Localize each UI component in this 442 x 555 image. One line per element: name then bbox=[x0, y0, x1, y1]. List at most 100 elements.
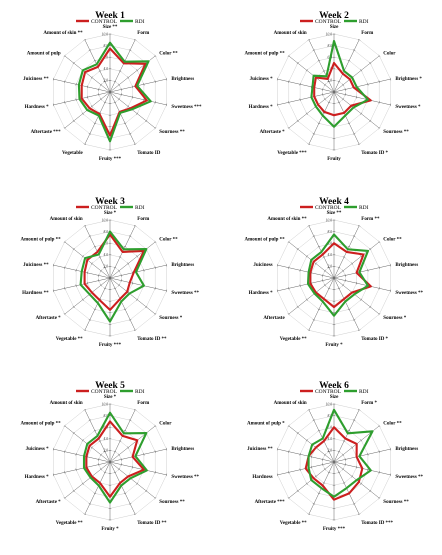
axis-spoke bbox=[109, 461, 167, 476]
chart-title: Week 2 bbox=[319, 11, 349, 21]
axis-label: Sourness ** bbox=[383, 500, 409, 505]
axis-tick-mark bbox=[305, 482, 308, 485]
axis-spoke bbox=[333, 277, 391, 292]
axis-label: Brightness bbox=[395, 263, 418, 268]
axis-label: Brightness bbox=[171, 77, 194, 82]
axis-label: Hardness * bbox=[25, 475, 50, 480]
axis-tick-mark bbox=[390, 263, 392, 267]
axis-tick-mark bbox=[305, 439, 308, 442]
axis-tick-mark bbox=[98, 88, 100, 91]
axis-tick-mark bbox=[86, 85, 88, 89]
axis-label: Sourness ** bbox=[383, 130, 409, 135]
axis-tick-mark bbox=[342, 440, 346, 442]
axis-tick-mark bbox=[323, 98, 326, 101]
axis-tick-mark bbox=[75, 98, 77, 102]
axis-tick-mark bbox=[123, 245, 127, 248]
axis-tick-mark bbox=[154, 240, 157, 243]
axis-tick-mark bbox=[154, 266, 156, 269]
axis-tick-mark bbox=[72, 119, 75, 123]
axis-label: Vegetable ** bbox=[280, 337, 307, 342]
axis-tick-mark bbox=[299, 284, 301, 288]
tick-label: 2.0 bbox=[328, 449, 333, 453]
axis-tick-mark bbox=[322, 93, 324, 96]
tick-label: 4.0 bbox=[328, 253, 333, 257]
axis-tick-mark bbox=[337, 80, 341, 83]
axis-tick-mark bbox=[344, 463, 346, 466]
series-line-rdi bbox=[307, 408, 374, 498]
axis-tick-mark bbox=[323, 468, 326, 471]
axis-tick-mark bbox=[90, 105, 93, 108]
axis-tick-mark bbox=[75, 284, 77, 288]
axis-tick-mark bbox=[63, 240, 66, 243]
axis-tick-mark bbox=[299, 468, 301, 472]
axis-tick-mark bbox=[352, 235, 356, 237]
axis-tick-mark bbox=[317, 59, 321, 62]
axis-tick-mark bbox=[342, 83, 345, 86]
tick-label: 10.0 bbox=[326, 218, 332, 222]
axis-tick-mark bbox=[378, 497, 381, 500]
axis-tick-mark bbox=[288, 450, 290, 453]
axis-tick-mark bbox=[307, 38, 311, 41]
axis-tick-mark bbox=[98, 70, 102, 72]
axis-spoke bbox=[64, 461, 111, 499]
axis-tick-mark bbox=[86, 281, 88, 285]
axis-tick-mark bbox=[118, 468, 121, 471]
axis-tick-mark bbox=[390, 77, 392, 81]
tick-label: 6.0 bbox=[104, 56, 109, 60]
axis-label: Amount of pulp ** bbox=[245, 238, 286, 243]
axis-tick-mark bbox=[322, 482, 326, 484]
legend-label-rdi: RDI bbox=[135, 19, 145, 25]
axis-tick-mark bbox=[357, 38, 361, 41]
axis-tick-mark bbox=[118, 70, 122, 72]
axis-tick-mark bbox=[63, 313, 66, 316]
axis-tick-mark bbox=[88, 319, 92, 321]
axis-tick-mark bbox=[154, 101, 156, 104]
axis-spoke bbox=[109, 425, 156, 463]
axis-tick-mark bbox=[344, 279, 346, 282]
axis-label: Juiciness ** bbox=[247, 447, 273, 452]
axis-label: Vegetable bbox=[62, 151, 83, 156]
axis-spoke bbox=[288, 55, 335, 93]
axis-label: Amount of pulp bbox=[27, 52, 61, 57]
axis-tick-mark bbox=[75, 82, 77, 86]
axis-tick-mark bbox=[64, 450, 66, 453]
axis-tick-mark bbox=[166, 289, 168, 293]
axis-tick-mark bbox=[351, 475, 354, 478]
axis-tick-mark bbox=[88, 235, 92, 237]
axis-tick-mark bbox=[378, 313, 381, 316]
axis-spoke bbox=[333, 91, 380, 129]
axis-tick-mark bbox=[113, 471, 117, 474]
axis-tick-mark bbox=[378, 127, 381, 130]
legend-label-control: CONTROL bbox=[91, 19, 118, 25]
axis-tick-mark bbox=[317, 429, 321, 432]
axis-tick-mark bbox=[81, 482, 84, 485]
axis-tick-mark bbox=[378, 240, 381, 243]
axis-tick-mark bbox=[154, 471, 156, 474]
series-line-rdi bbox=[79, 230, 148, 323]
axis-label: Color bbox=[159, 422, 172, 427]
chart-title: Week 6 bbox=[319, 381, 349, 391]
axis-tick-mark bbox=[136, 482, 139, 485]
axis-label: Hardness * bbox=[25, 105, 50, 110]
axis-tick-mark bbox=[83, 224, 87, 227]
axis-tick-mark bbox=[323, 269, 326, 272]
axis-tick-mark bbox=[120, 279, 122, 282]
legend-label-rdi: RDI bbox=[135, 389, 145, 395]
axis-tick-mark bbox=[123, 492, 127, 495]
axis-tick-mark bbox=[322, 279, 324, 282]
axis-tick-mark bbox=[276, 263, 278, 267]
axis-tick-mark bbox=[63, 54, 66, 57]
axis-tick-mark bbox=[390, 103, 392, 107]
axis-tick-mark bbox=[307, 408, 311, 411]
axis-tick-mark bbox=[347, 308, 351, 311]
axis-tick-mark bbox=[287, 240, 290, 243]
axis-tick-mark bbox=[154, 287, 156, 290]
axis-label: Color ** bbox=[383, 238, 402, 243]
axis-tick-mark bbox=[352, 319, 356, 321]
axis-tick-mark bbox=[103, 450, 107, 453]
axis-tick-mark bbox=[310, 465, 312, 469]
axis-spoke bbox=[53, 448, 111, 463]
